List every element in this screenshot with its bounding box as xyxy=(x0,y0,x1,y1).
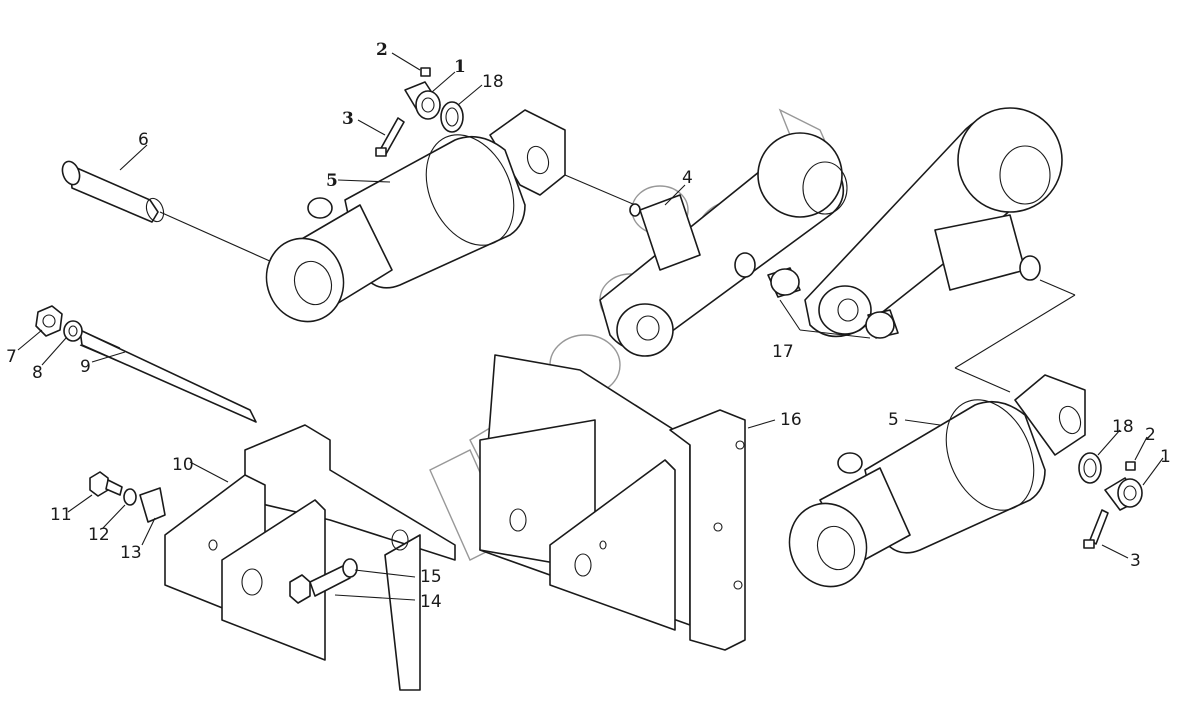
plate-16 xyxy=(669,409,746,651)
callout-13: 13 xyxy=(120,543,142,563)
pin-6 xyxy=(61,160,273,263)
callout-4: 4 xyxy=(682,168,693,188)
bolt-14 xyxy=(289,564,351,604)
callout-18-top: 18 xyxy=(482,72,504,92)
washer-8 xyxy=(63,320,83,342)
callout-15: 15 xyxy=(420,567,442,587)
lever-right xyxy=(804,107,1063,338)
screw-3-top xyxy=(375,117,405,157)
callout-14: 14 xyxy=(420,592,442,612)
lever-4 xyxy=(599,132,848,357)
plate-13 xyxy=(139,487,166,523)
mounting-plate-center xyxy=(479,354,691,631)
callout-1-bottom: 1 xyxy=(1160,447,1171,467)
callout-5-top: 5 xyxy=(326,171,338,191)
callout-6: 6 xyxy=(138,130,149,150)
bolt-11 xyxy=(89,471,123,497)
callout-11: 11 xyxy=(50,505,72,525)
grease-fitting-2-bottom xyxy=(1125,461,1136,471)
washer-18-top xyxy=(440,101,464,133)
bushing-1-bottom xyxy=(1104,477,1143,511)
nut-7 xyxy=(35,305,63,337)
callout-3-top: 3 xyxy=(342,109,354,129)
screw-3-bottom xyxy=(1083,509,1109,549)
mounting-bracket-left xyxy=(164,424,456,691)
bushing-17 xyxy=(767,267,899,339)
callout-8: 8 xyxy=(32,363,43,383)
callout-10: 10 xyxy=(172,455,194,475)
callout-7: 7 xyxy=(6,347,17,367)
grease-fitting-2-top xyxy=(420,67,431,77)
washer-15 xyxy=(342,558,358,578)
callout-12: 12 xyxy=(88,525,110,545)
callout-labels: 2 1 18 3 6 5 4 7 8 9 10 11 12 13 14 15 1… xyxy=(6,40,1171,612)
callout-2-bottom: 2 xyxy=(1145,425,1156,445)
bolt-9 xyxy=(79,329,257,423)
callout-18-bottom: 18 xyxy=(1112,417,1134,437)
callout-5-bottom: 5 xyxy=(888,410,899,430)
cylinder-5-bottom xyxy=(788,374,1086,588)
bushing-1-top xyxy=(404,81,441,120)
callout-17: 17 xyxy=(772,342,794,362)
leader-lines xyxy=(17,52,1164,601)
cylinder-5-top xyxy=(265,109,641,323)
washer-18-bottom xyxy=(1078,452,1102,484)
callout-9: 9 xyxy=(80,357,91,377)
washer-12 xyxy=(123,488,137,506)
callout-1-top: 1 xyxy=(454,57,466,77)
callout-3-bottom: 3 xyxy=(1130,551,1141,571)
callout-16: 16 xyxy=(780,410,802,430)
callout-2-top: 2 xyxy=(376,40,388,60)
